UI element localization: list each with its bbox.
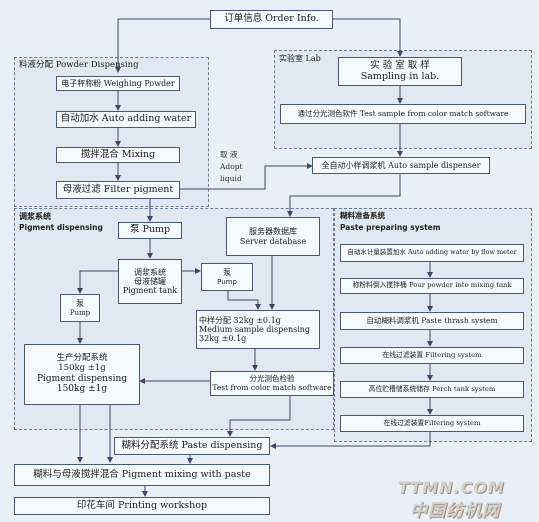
paste-region-title-cn: 糊料准备系统: [340, 211, 385, 220]
pigment-mixing-label: 糊料与母液搅拌混合 Pigment mixing with paste: [33, 468, 251, 480]
auto-sample-dispenser-label: 全自动小样调浆机 Auto sample dispenser: [321, 160, 481, 170]
color-match-test-label-2: Test from color match software: [212, 382, 332, 392]
pump-2-label-cn: 泵: [223, 268, 231, 278]
paste-region-title-en: Paste preparing system: [340, 223, 441, 232]
paste-dispensing-box: 糊料分配系统 Paste dispensing: [114, 437, 270, 455]
pigment-region-title-en: Pigment dispensing: [19, 223, 103, 232]
paste-step-1-label: 自动水计量装置加水 Auto adding water by flow mete…: [347, 248, 517, 257]
adopt-liquid-label-cn: 取 液: [220, 150, 238, 159]
paste-dispensing-label: 糊料分配系统 Paste dispensing: [121, 439, 263, 451]
adopt-liquid-label-en2: liquid: [220, 174, 242, 183]
adopt-liquid-label-en1: Adopt: [220, 162, 243, 171]
paste-step-6-box: 在线过滤装置Filtering system: [340, 415, 524, 432]
filter-pigment-label: 母液过滤 Filter pigment: [62, 183, 174, 195]
color-match-test-box: 分光测色检验 Test from color match software: [210, 371, 334, 396]
pigment-tank-label-cn2: 母液储罐: [134, 276, 166, 286]
weighing-powder-box: 电子秤称粉 Weighing Powder: [56, 76, 180, 91]
paste-step-1-box: 自动水计量装置加水 Auto adding water by flow mete…: [340, 244, 524, 262]
pigment-dispensing-label-2: 150kg ±1g: [58, 363, 106, 374]
paste-step-4-label: 在线过滤装置 Filtering system: [382, 350, 482, 359]
server-database-label-cn: 服务器数据库: [249, 227, 297, 237]
pump-3-label-en: Pump: [69, 308, 91, 317]
pigment-tank-box: 调浆系统 母液储罐 Pigment tank: [118, 259, 182, 304]
pump-box-3: 泵 Pump: [60, 294, 100, 322]
paste-step-2-box: 称粉料倒入搅拌桶 Pour powder into mixing tank: [340, 278, 524, 294]
weighing-powder-label: 电子秤称粉 Weighing Powder: [61, 78, 175, 88]
mixing-label: 搅拌混合 Mixing: [80, 148, 156, 160]
printing-workshop-box: 印花车间 Printing workshop: [14, 497, 270, 515]
auto-adding-water-box: 自动加水 Auto adding water: [56, 111, 196, 128]
watermark-text-1: TTMN.COM: [398, 478, 505, 497]
sampling-lab-box: 实 验 室 取 样 Sampling in lab.: [338, 57, 462, 86]
server-database-box: 服务器数据库 Server database: [226, 217, 320, 256]
pump-3-label-cn: 泵: [76, 299, 84, 309]
pump-1-label: 泵 Pump: [129, 224, 171, 236]
medium-sample-label-3: 32kg ±0.1g: [199, 334, 247, 344]
paste-step-5-label: 高位贮槽储系统储存 Perch tank system: [368, 384, 496, 393]
powder-region-title: 料液分配 Powder Dispensing: [19, 60, 139, 70]
medium-sample-label-1: 中样分配 32kg ±0.1g: [199, 315, 281, 325]
pigment-region-title-cn: 调浆系统: [19, 212, 51, 221]
server-database-label-en: Server database: [239, 236, 307, 246]
paste-step-5-box: 高位贮槽储系统储存 Perch tank system: [340, 381, 524, 398]
pigment-dispensing-label-4: 150kg ±1g: [56, 384, 108, 395]
color-match-software-label: 通过分光测色软件 Test sample from color match so…: [297, 108, 509, 118]
order-info-label: 订单信息 Order Info.: [224, 13, 319, 25]
pump-box-2: 泵 Pump: [201, 263, 253, 291]
paste-step-3-box: 自动糊料调浆机 Paste thrash system: [340, 312, 524, 330]
mixing-box: 搅拌混合 Mixing: [56, 147, 180, 163]
sampling-lab-label-cn: 实 验 室 取 样: [370, 59, 430, 71]
paste-step-6-label: 在线过滤装置Filtering system: [383, 418, 481, 427]
sampling-lab-label-en: Sampling in lab.: [360, 70, 440, 82]
watermark-text-2: 中国纺机网: [410, 501, 500, 521]
pigment-dispensing-label-1: 生产分配系统: [56, 353, 108, 364]
pigment-dispensing-label-3: Pigment dispensing: [36, 373, 128, 384]
pigment-dispensing-box: 生产分配系统 150kg ±1g Pigment dispensing 150k…: [24, 344, 140, 405]
color-match-software-box: 通过分光测色软件 Test sample from color match so…: [280, 104, 526, 124]
pigment-tank-label-cn1: 调浆系统: [134, 267, 166, 277]
pigment-tank-label-en: Pigment tank: [122, 286, 178, 296]
printing-workshop-label: 印花车间 Printing workshop: [76, 499, 208, 511]
auto-sample-dispenser-box: 全自动小样调浆机 Auto sample dispenser: [312, 157, 490, 174]
medium-sample-dispensing-box: 中样分配 32kg ±0.1g Medium sample dispensing…: [196, 310, 320, 349]
pigment-mixing-box: 糊料与母液搅拌混合 Pigment mixing with paste: [14, 464, 270, 486]
lab-region-title: 实验室 Lab: [279, 54, 321, 63]
medium-sample-label-2: Medium sample dispensing: [199, 324, 311, 334]
paste-step-4-box: 在线过滤装置 Filtering system: [340, 347, 524, 364]
pump-box-1: 泵 Pump: [118, 222, 182, 239]
paste-step-3-label: 自动糊料调浆机 Paste thrash system: [366, 315, 498, 325]
order-info-box: 订单信息 Order Info.: [210, 10, 333, 29]
paste-step-2-label: 称粉料倒入搅拌桶 Pour powder into mixing tank: [352, 281, 512, 290]
auto-adding-water-label: 自动加水 Auto adding water: [60, 113, 192, 125]
color-match-test-label-1: 分光测色检验: [249, 373, 295, 383]
pump-2-label-en: Pump: [217, 277, 237, 286]
filter-pigment-box: 母液过滤 Filter pigment: [56, 181, 180, 199]
